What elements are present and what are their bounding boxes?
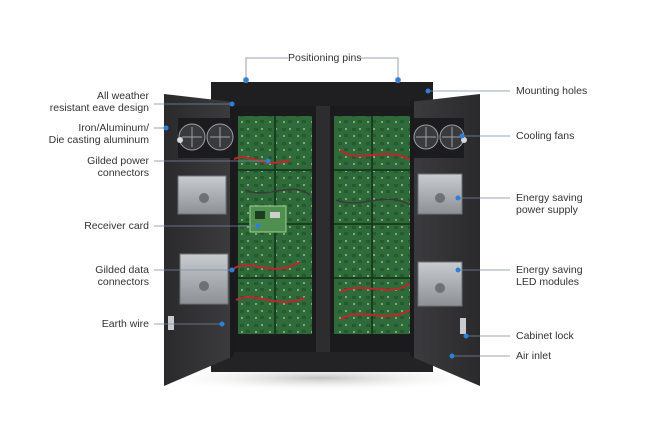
label-air-inlet: Air inlet	[516, 350, 552, 362]
label-mounting-holes: Mounting holes	[516, 85, 588, 97]
data-cables	[244, 188, 411, 206]
callout-dots	[163, 77, 469, 359]
label-energy-saving-led-modules: Energy saving LED modules	[516, 264, 583, 288]
label-receiver-card: Receiver card	[84, 220, 149, 232]
label-energy-saving-power-supply: Energy saving power supply	[516, 192, 583, 216]
label-iron-aluminum: Iron/Aluminum/ Die casting aluminum	[48, 122, 149, 146]
power-cables	[231, 149, 413, 321]
right-door	[410, 94, 480, 386]
label-all-weather: All weather resistant eave design	[49, 90, 149, 114]
label-earth-wire: Earth wire	[101, 318, 149, 330]
label-gilded-power: Gilded power connectors	[87, 155, 149, 179]
label-positioning-pins: Positioning pins	[288, 52, 362, 64]
label-cooling-fans: Cooling fans	[516, 130, 575, 142]
left-door	[164, 94, 234, 386]
label-gilded-data: Gilded data connectors	[95, 264, 149, 288]
label-cabinet-lock: Cabinet lock	[516, 330, 574, 342]
callout-lines	[154, 57, 510, 357]
